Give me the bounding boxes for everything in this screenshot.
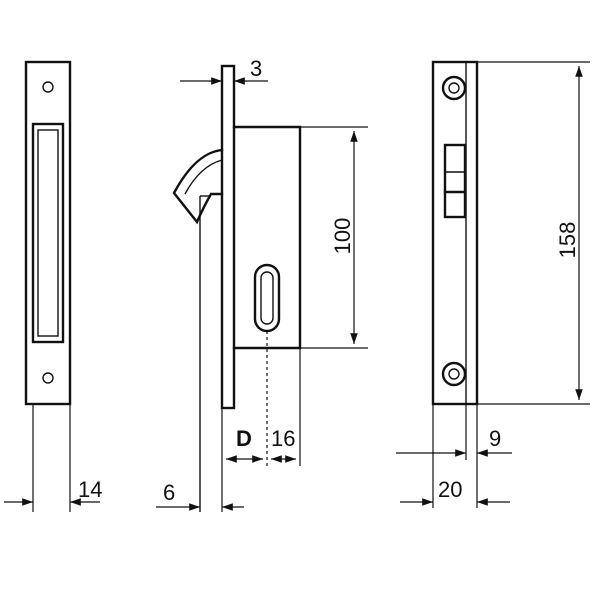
faceplate-outline [24, 60, 72, 406]
rear-screw-top [441, 75, 467, 101]
dim-label-D: D [236, 426, 252, 451]
rear-bolt-opening [443, 143, 467, 219]
rear-plate-outline [431, 60, 479, 406]
dim-label-6: 6 [163, 480, 175, 505]
rear-screw-bottom [441, 361, 467, 387]
dim-label-158: 158 [555, 222, 580, 259]
side-view: 3 100 D 16 6 [156, 56, 368, 512]
dim-label-9: 9 [489, 426, 501, 451]
rear-view: 158 9 20 [396, 60, 590, 508]
screw-hole-bottom [42, 372, 54, 384]
dim-label-16: 16 [271, 426, 295, 451]
dim-label-14: 14 [78, 477, 102, 502]
lock-case [232, 125, 302, 350]
rear-screw-bottom-inner [448, 368, 460, 380]
rear-screw-top-inner [448, 82, 460, 94]
dim-label-100: 100 [330, 218, 355, 255]
hook-bolt-inner [184, 159, 223, 195]
keyhole-outer [253, 263, 281, 333]
side-faceplate [220, 64, 236, 410]
dim-label-20: 20 [438, 477, 462, 502]
front-view: 14 [4, 60, 102, 512]
screw-hole-top [42, 81, 54, 93]
bolt-slot-inner [37, 129, 59, 337]
dim-label-3: 3 [250, 56, 262, 81]
hook-bolt [172, 148, 224, 225]
bolt-slot [31, 122, 65, 344]
keyhole-inner [260, 271, 274, 325]
